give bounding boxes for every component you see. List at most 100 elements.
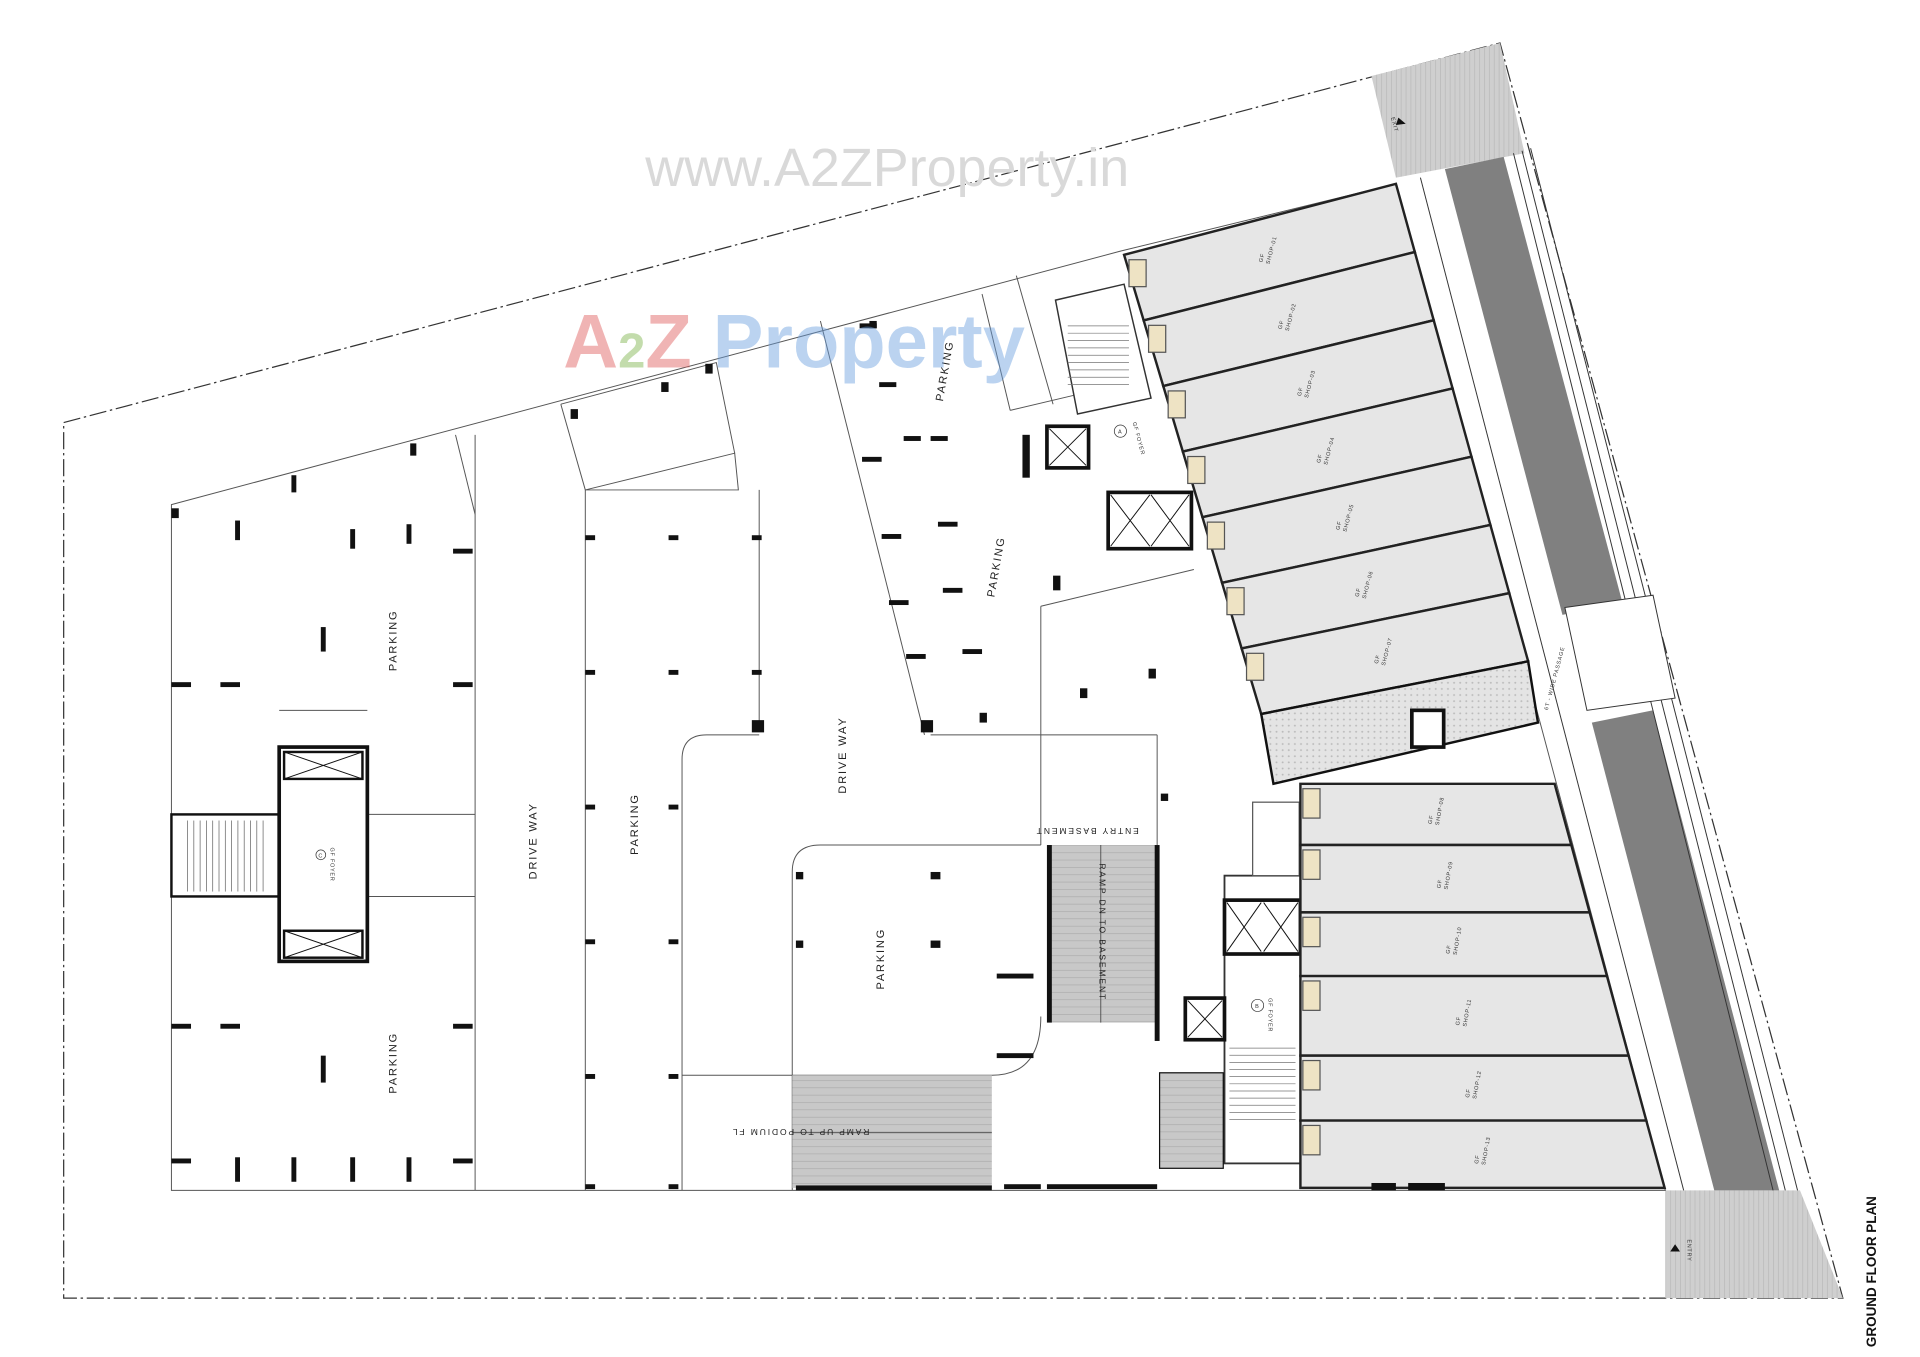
column: [585, 1074, 596, 1079]
shops-upper-block: GFSHOP-01GFSHOP-02GFSHOP-03GFSHOP-04GFSH…: [1122, 182, 1530, 716]
toilet-icon: [1147, 324, 1167, 353]
column: [903, 436, 921, 441]
entry-arrow-icon: [1670, 1244, 1680, 1252]
column: [1160, 793, 1169, 801]
column: [320, 627, 326, 652]
column: [406, 1157, 412, 1182]
watermark-url: www.A2ZProperty.in: [644, 138, 1129, 198]
column: [1022, 434, 1030, 478]
shop-unit[interactable]: GFSHOP-13: [1299, 1119, 1667, 1190]
column: [171, 508, 179, 519]
watermark-logo: A2Z Property: [563, 299, 1025, 384]
shops-lower-block: GFSHOP-08GFSHOP-09GFSHOP-10GFSHOP-11GFSH…: [1299, 782, 1667, 1190]
column: [668, 804, 679, 810]
column: [930, 436, 948, 441]
toilet-icon: [1245, 652, 1265, 681]
shop-unit[interactable]: GFSHOP-10: [1299, 911, 1609, 978]
shop-label: GFSHOP-13: [1474, 1135, 1492, 1166]
column: [1154, 845, 1160, 1041]
ramp-up-label: RAMP UP TO PODIUM FL: [731, 1127, 869, 1137]
column: [962, 649, 983, 655]
column: [751, 535, 762, 541]
column: [1080, 688, 1088, 699]
shop-label: GFSHOP-11: [1455, 997, 1473, 1027]
column: [795, 940, 804, 948]
shop-label: GFSHOP-09: [1436, 860, 1454, 891]
column: [1148, 668, 1156, 679]
column: [942, 587, 963, 593]
column: [996, 1053, 1034, 1059]
column: [668, 1074, 679, 1079]
parking-label: PARKING: [388, 610, 400, 672]
column: [291, 475, 297, 493]
column: [869, 320, 877, 329]
column: [291, 1157, 297, 1182]
core-b: B GF FOYER: [1158, 801, 1303, 1169]
shop-label: GFSHOP-08: [1428, 795, 1446, 826]
column: [220, 682, 240, 688]
driveway-label: DRIVE WAY: [527, 802, 539, 879]
shop-unit[interactable]: GFSHOP-05: [1200, 455, 1492, 585]
parking-label: PARKING: [388, 1032, 400, 1094]
column: [235, 1157, 240, 1182]
column: [1408, 1182, 1445, 1191]
footpath-lines: [1419, 148, 1799, 1191]
parking-label: PARKING: [629, 793, 641, 855]
column: [1371, 1182, 1396, 1191]
stair-core-hatched: [1259, 659, 1540, 786]
column: [350, 1157, 356, 1182]
column: [705, 363, 713, 374]
column: [585, 939, 596, 945]
column: [888, 600, 909, 606]
column: [220, 1023, 240, 1029]
core-a: A GF FOYER: [1045, 283, 1194, 551]
toilet-icon: [1167, 390, 1186, 419]
core-b-label: GF FOYER: [1267, 998, 1273, 1032]
shop-unit[interactable]: GFSHOP-08: [1299, 782, 1573, 847]
column: [930, 871, 941, 880]
shop-unit[interactable]: GFSHOP-11: [1299, 974, 1631, 1057]
column: [350, 529, 356, 549]
columns: [171, 320, 1445, 1191]
toilet-icon: [1128, 259, 1147, 288]
column: [751, 669, 762, 675]
column: [930, 940, 941, 948]
column: [453, 548, 473, 554]
column: [171, 1158, 192, 1164]
column: [585, 804, 596, 810]
toilet-icon: [1302, 980, 1321, 1011]
shop-unit[interactable]: GFSHOP-12: [1299, 1054, 1648, 1122]
ramp-up-to-podium: [792, 1075, 992, 1188]
parking-label: PARKING: [875, 928, 887, 990]
column: [1046, 845, 1052, 1023]
ramp-down-label: RAMP DN TO BASEMENT: [1098, 863, 1108, 1001]
lift-icon: [1222, 898, 1303, 956]
entry-gate-area: [1665, 1190, 1843, 1299]
column: [795, 1185, 992, 1191]
column: [906, 654, 926, 659]
toilet-icon: [1187, 455, 1206, 485]
column: [668, 535, 679, 541]
column: [751, 720, 765, 733]
ramp-down-to-basement: [1046, 845, 1158, 1023]
toilet-icon: [1302, 916, 1321, 948]
toilet-icon: [1226, 587, 1245, 616]
column: [859, 323, 877, 329]
column: [668, 669, 679, 675]
column: [996, 973, 1034, 979]
column: [1004, 1184, 1041, 1190]
exit-label: EXIT: [1389, 117, 1399, 133]
toilet-icon: [1206, 521, 1226, 550]
column: [453, 1023, 473, 1029]
lift-icon: [1410, 708, 1446, 749]
column: [879, 382, 897, 388]
shop-unit[interactable]: GFSHOP-09: [1299, 843, 1592, 914]
lift-icon: [1106, 490, 1194, 551]
toilet-icon: [1302, 849, 1321, 880]
column: [979, 712, 987, 723]
column: [171, 1023, 192, 1029]
road-strip-upper: [1444, 156, 1623, 615]
column: [668, 939, 679, 945]
toilet-icon: [1302, 1059, 1321, 1091]
